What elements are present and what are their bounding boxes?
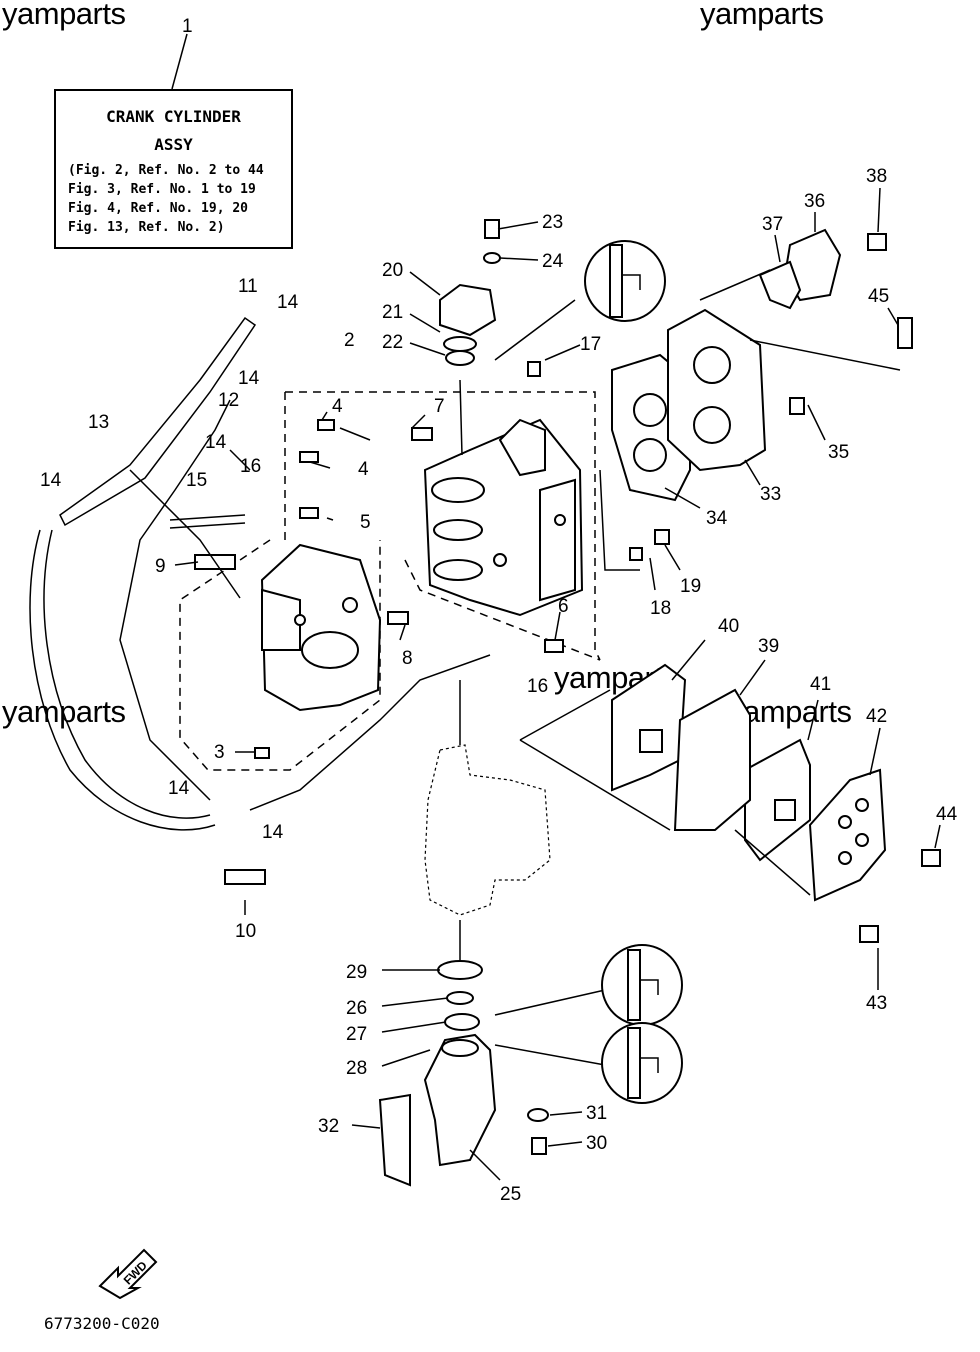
callout-13: 13 bbox=[88, 412, 109, 433]
callout-40: 40 bbox=[718, 616, 739, 637]
callout-5: 5 bbox=[360, 512, 371, 533]
watermark-top-left: yamparts bbox=[2, 0, 126, 31]
seal-27 bbox=[444, 1013, 480, 1031]
callout-41: 41 bbox=[810, 674, 831, 695]
callout-16b: 16 bbox=[527, 676, 548, 697]
callout-29: 29 bbox=[346, 962, 367, 983]
callout-16a: 16 bbox=[240, 456, 261, 477]
callout-30: 30 bbox=[586, 1133, 607, 1154]
callout-39: 39 bbox=[758, 636, 779, 657]
callout-14e: 14 bbox=[168, 778, 190, 799]
watermark-mid-left: yamparts bbox=[2, 694, 126, 729]
callout-36: 36 bbox=[804, 191, 825, 212]
gasket-40 bbox=[611, 663, 687, 792]
water-hoses bbox=[29, 316, 491, 831]
block-boundary-dashed bbox=[179, 391, 601, 771]
forward-arrow-icon: FWD bbox=[98, 1248, 158, 1300]
callout-44: 44 bbox=[936, 804, 958, 825]
callout-8: 8 bbox=[402, 648, 413, 669]
callout-38: 38 bbox=[866, 166, 887, 187]
watermark-top-right: yamparts bbox=[700, 0, 824, 31]
seal-29 bbox=[437, 960, 483, 980]
callout-14b: 14 bbox=[238, 368, 260, 389]
figure-code: 6773200-C020 bbox=[44, 1314, 160, 1333]
cylinder-head bbox=[667, 308, 767, 472]
callout-1: 1 bbox=[182, 16, 193, 37]
callout-33: 33 bbox=[760, 484, 781, 505]
assembly-ref-line: Fig. 13, Ref. No. 2) bbox=[68, 220, 225, 235]
cylinder-block bbox=[423, 418, 584, 617]
callout-6: 6 bbox=[558, 596, 569, 617]
callout-3: 3 bbox=[214, 742, 225, 763]
callout-14a: 14 bbox=[277, 292, 299, 313]
exhaust-outer-cover bbox=[808, 768, 887, 902]
sealant-detail-circles bbox=[584, 240, 683, 1104]
assembly-title-line2: ASSY bbox=[154, 135, 193, 154]
callout-45: 45 bbox=[868, 286, 889, 307]
assembly-reference-box: CRANK CYLINDER ASSY (Fig. 2, Ref. No. 2 … bbox=[54, 89, 293, 249]
callout-18: 18 bbox=[650, 598, 671, 619]
oil-seal-housing bbox=[423, 1033, 497, 1167]
callout-14f: 14 bbox=[262, 822, 284, 843]
callout-28: 28 bbox=[346, 1058, 367, 1079]
assembly-ref-line: Fig. 4, Ref. No. 19, 20 bbox=[68, 201, 249, 216]
crankcase-half bbox=[260, 543, 382, 712]
assembly-ref-line: Fig. 3, Ref. No. 1 to 19 bbox=[68, 182, 256, 197]
o-ring-26 bbox=[446, 991, 474, 1005]
callout-43: 43 bbox=[866, 993, 887, 1014]
callout-25: 25 bbox=[500, 1184, 521, 1205]
callout-27: 27 bbox=[346, 1024, 367, 1045]
callout-21: 21 bbox=[382, 302, 403, 323]
callout-14d: 14 bbox=[40, 470, 62, 491]
callout-17: 17 bbox=[580, 334, 601, 355]
damper-32 bbox=[378, 1093, 411, 1187]
callout-10: 10 bbox=[235, 921, 256, 942]
callout-7: 7 bbox=[434, 396, 445, 417]
thermostat-gasket bbox=[758, 260, 802, 310]
callout-32: 32 bbox=[318, 1116, 339, 1137]
callout-4b: 4 bbox=[358, 459, 369, 480]
callout-37: 37 bbox=[762, 214, 783, 235]
assembly-title-line1: CRANK CYLINDER bbox=[106, 107, 241, 126]
callout-22: 22 bbox=[382, 332, 403, 353]
exhaust-inner-plate bbox=[673, 688, 751, 831]
callout-31: 31 bbox=[586, 1103, 607, 1124]
callout-4a: 4 bbox=[332, 396, 343, 417]
callout-42: 42 bbox=[866, 706, 887, 727]
callout-19: 19 bbox=[680, 576, 701, 597]
callout-34: 34 bbox=[706, 508, 728, 529]
assembly-ref-line: (Fig. 2, Ref. No. 2 to 44 bbox=[68, 163, 264, 178]
callout-12: 12 bbox=[218, 390, 239, 411]
callout-14c: 14 bbox=[205, 432, 227, 453]
callout-numbers: 1 2 3 4 4 5 6 7 8 9 10 11 12 13 14 14 14… bbox=[40, 16, 958, 1205]
callout-11: 11 bbox=[238, 276, 258, 297]
callout-2: 2 bbox=[344, 330, 355, 351]
callout-9: 9 bbox=[155, 556, 166, 577]
callout-15: 15 bbox=[186, 470, 207, 491]
leader-lines bbox=[171, 33, 941, 1181]
callout-35: 35 bbox=[828, 442, 849, 463]
callout-26: 26 bbox=[346, 998, 367, 1019]
callout-23: 23 bbox=[542, 212, 563, 233]
callout-20: 20 bbox=[382, 260, 403, 281]
callout-24: 24 bbox=[542, 251, 564, 272]
lower-case-ghost bbox=[424, 744, 551, 916]
